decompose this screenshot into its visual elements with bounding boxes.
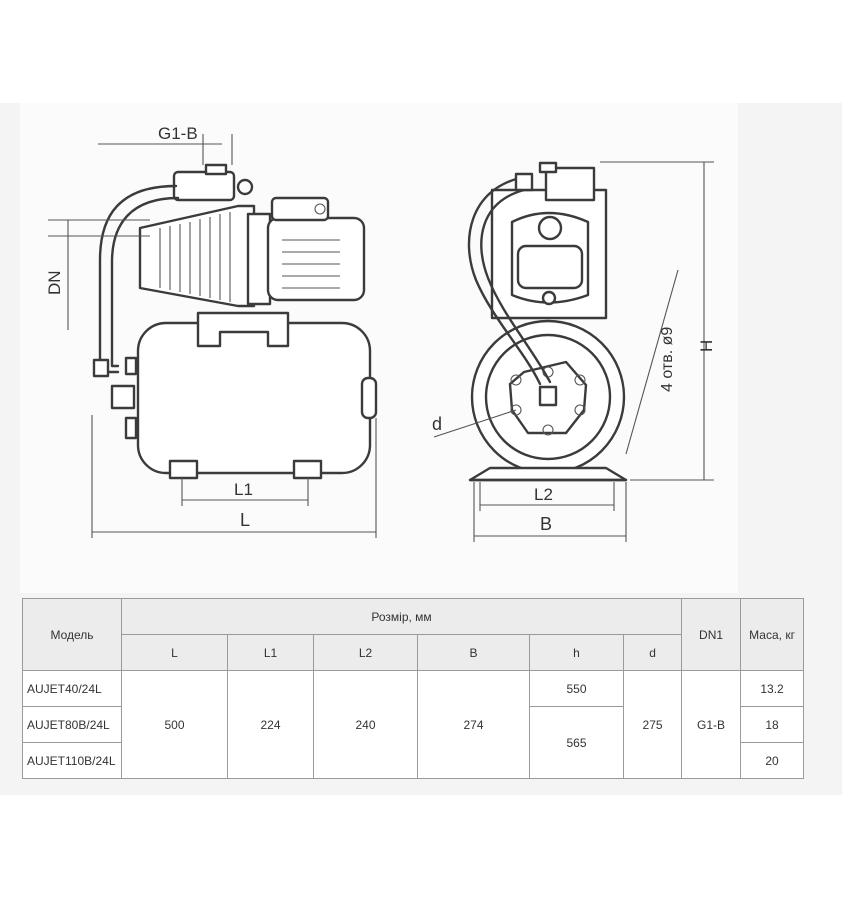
header-size-group: Розмір, мм [120,598,683,635]
outlet-fitting [204,163,228,176]
cell-l2: 240 [313,670,418,779]
inlet-port [537,215,563,241]
table-row: AUJET80B/24L 565 18 [22,706,805,779]
hose-inner [110,196,180,368]
cell-l: 500 [121,670,228,779]
hose-outer [98,184,178,374]
drain-plug [541,290,557,306]
front-dimensions [433,161,714,542]
volute [516,244,584,290]
header-l: L [121,634,228,671]
table-row: AUJET110B/24L 20 [22,742,805,779]
tank-valve-front [538,385,558,407]
pressure-switch-front [544,166,596,202]
pump-flange [246,212,272,306]
label-g1b: G1-B [158,124,198,143]
tank-foot-right [292,459,323,480]
hose-clamp [92,358,110,378]
label-b: B [540,514,552,534]
terminal-box [270,196,330,222]
switch-knob [236,178,254,196]
table-row: AUJET40/24L 500 224 240 274 550 275 G1-B… [22,670,805,779]
pump-housing-front [510,211,590,304]
model-cell: AUJET80B/24L [22,706,122,743]
side-dimensions [48,134,377,538]
fitting-front [538,161,558,174]
header-l2: L2 [313,634,418,671]
header-b: B [417,634,530,671]
cell-dn1: G1-B [681,670,742,779]
label-l: L [240,510,250,530]
header-mass: Маса, кг [740,598,805,671]
header-h: h [529,634,624,671]
hose-front-outer [467,176,542,386]
tank-connector-bottom [124,416,138,440]
spec-table: Модель Розмір, мм DN1 Маса, кг L L1 L2 B… [22,598,805,779]
cell-mass: 13.2 [740,670,805,707]
cell-l1: 224 [227,670,314,779]
label-h: H [697,340,716,352]
model-cell: AUJET110B/24L [22,742,122,779]
tank-valve [110,384,136,410]
base-frame [468,466,628,482]
model-cell: AUJET40/24L [22,670,122,707]
label-dn: DN [45,270,64,295]
pump-body [138,204,256,308]
cell-mass: 18 [740,706,805,743]
label-d: d [432,414,442,434]
cell-h: 565 [529,706,624,779]
hose-front-inner [480,188,552,384]
header-l1: L1 [227,634,314,671]
pump-bracket [196,311,290,348]
cell-h: 550 [529,670,624,707]
label-l1: L1 [234,480,253,499]
pressure-switch [172,170,236,202]
label-l2: L2 [534,485,553,504]
tank-front-inner [484,333,612,461]
cell-b: 274 [417,670,530,779]
front-view [433,161,714,542]
label-holes: 4 отв. ø9 [659,327,676,392]
tank-foot-left [168,459,199,480]
cell-mass: 20 [740,742,805,779]
hose-clamp-front [514,172,534,192]
cell-d: 275 [622,670,683,779]
header-dn1: DN1 [681,598,742,671]
tank-end-cap [360,376,378,420]
tank-side [136,321,372,475]
header-model: Модель [22,598,122,671]
header-d: d [622,634,683,671]
side-view [48,134,378,538]
tank-connector-top [124,356,138,376]
